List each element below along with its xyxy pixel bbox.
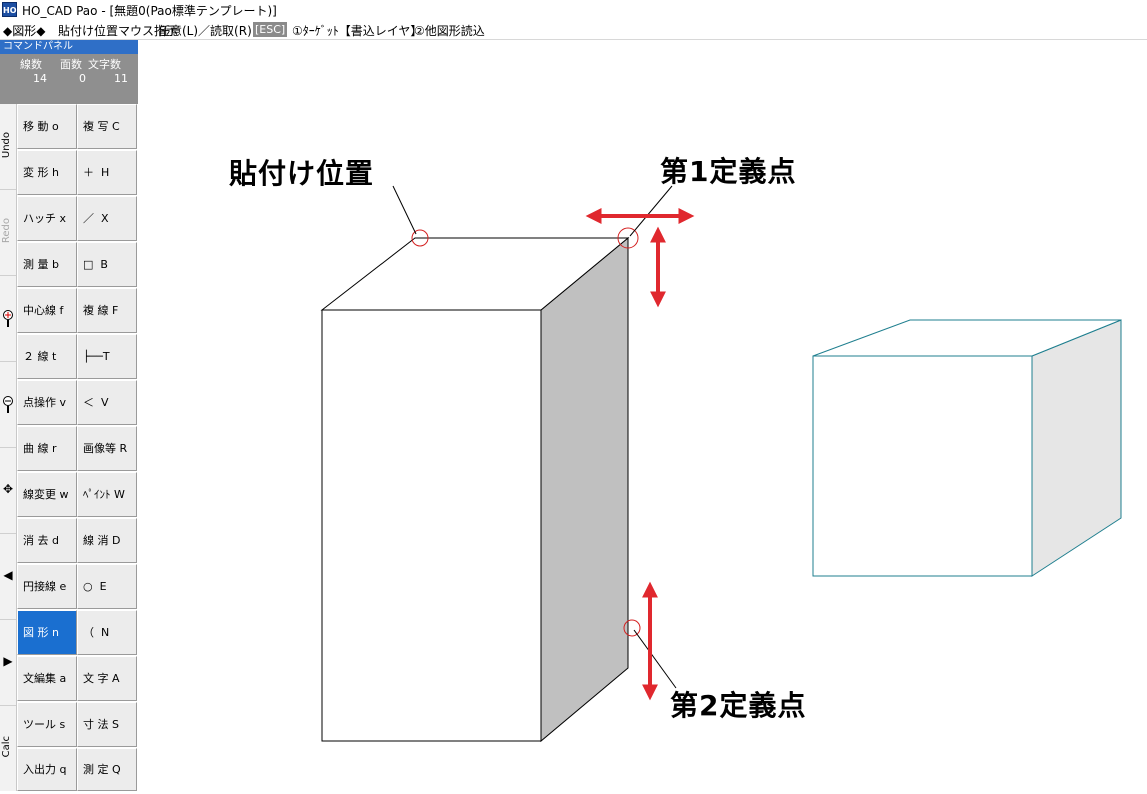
load-other-shape-button[interactable]: ②他図形読込 <box>414 24 485 38</box>
side-toolbar: Undo Redo ✥ ◀ ▶ Calc <box>0 104 17 791</box>
paste-position-label: 貼付け位置 <box>229 157 375 190</box>
arc-button[interactable]: （ N <box>77 610 137 655</box>
image-button[interactable]: 画像等 R <box>77 426 137 471</box>
zoom-out-button[interactable] <box>0 362 16 448</box>
def-point-1-marker <box>617 227 639 249</box>
left-arrow-icon: ◀ <box>3 568 13 582</box>
def-point-2-marker <box>623 619 641 637</box>
def-point-2-leader-line <box>633 629 677 689</box>
face-count-value: 0 <box>79 72 86 85</box>
point-operation-button[interactable]: 点操作 v <box>17 380 77 425</box>
paste-position-marker <box>411 229 429 247</box>
tools-button[interactable]: ツール s <box>17 702 77 747</box>
calc-label: Calc <box>1 736 12 758</box>
right-arrow-icon: ▶ <box>3 654 13 668</box>
esc-button[interactable]: [ESC] <box>253 22 288 37</box>
drawing-canvas[interactable]: 貼付け位置 第1定義点 第2定義点 <box>139 40 1147 791</box>
app-icon: HO <box>2 2 17 17</box>
shape-button[interactable]: 図 形 n <box>17 610 77 655</box>
scroll-right-button[interactable]: ▶ <box>0 620 16 706</box>
line-erase-button[interactable]: 線 消 D <box>77 518 137 563</box>
paste-leader-line <box>392 185 417 235</box>
angle-button[interactable]: ＜ V <box>77 380 137 425</box>
pan-button[interactable]: ✥ <box>0 448 16 534</box>
read-options-button[interactable]: 任意(L)／読取(R) <box>158 24 252 38</box>
text-edit-button[interactable]: 文編集 a <box>17 656 77 701</box>
title-bar: HO HO_CAD Pao - [無題0(Pao標準テンプレート)] <box>0 0 1147 20</box>
target-layer-button[interactable]: ①ﾀｰｹﾞｯﾄ【書込レイヤ】 <box>292 24 423 38</box>
curve-button[interactable]: 曲 線 r <box>17 426 77 471</box>
cube-side-face <box>1031 319 1122 577</box>
erase-button[interactable]: 消 去 d <box>17 518 77 563</box>
text-count-label: 文字数 <box>88 58 121 71</box>
dimension-button[interactable]: 寸 法 S <box>77 702 137 747</box>
zoom-in-icon <box>0 308 16 331</box>
move-button[interactable]: 移 動 o <box>17 104 77 149</box>
redo-label: Redo <box>1 218 12 244</box>
prism-side-face <box>540 236 629 743</box>
measure-button[interactable]: 測 量 b <box>17 242 77 287</box>
move-icon: ✥ <box>2 482 14 496</box>
paint-button[interactable]: ﾍﾟｲﾝﾄ W <box>77 472 137 517</box>
text-count-value: 11 <box>114 72 128 85</box>
cube-shape <box>812 319 1122 577</box>
cross-line-button[interactable]: ＋ H <box>77 150 137 195</box>
def-point-1-label: 第1定義点 <box>660 155 797 188</box>
undo-label: Undo <box>1 132 12 159</box>
def-point-2-label: 第2定義点 <box>670 689 807 722</box>
face-count-label: 面数 <box>60 58 82 71</box>
multi-line-button[interactable]: 複 線 F <box>77 288 137 333</box>
t-line-button[interactable]: ├──T <box>77 334 137 379</box>
undo-button[interactable]: Undo <box>0 104 16 190</box>
status-line: ◆図形◆ 貼付け位置マウス指示 任意(L)／読取(R) [ESC] ①ﾀｰｹﾞｯ… <box>0 20 1147 40</box>
slant-line-button[interactable]: ／ X <box>77 196 137 241</box>
circle-button[interactable]: ○ E <box>77 564 137 609</box>
transform-button[interactable]: 変 形 h <box>17 150 77 195</box>
measure-q-button[interactable]: 測 定 Q <box>77 748 137 791</box>
copy-button[interactable]: 複 写 C <box>77 104 137 149</box>
scroll-left-button[interactable]: ◀ <box>0 534 16 620</box>
zoom-in-button[interactable] <box>0 276 16 362</box>
drawing-svg <box>320 185 1122 743</box>
calc-button[interactable]: Calc <box>0 706 16 791</box>
zoom-out-icon <box>0 394 16 417</box>
line-count-value: 14 <box>33 72 47 85</box>
instruction-text: 貼付け位置マウス指示 <box>58 24 179 38</box>
circle-tangent-button[interactable]: 円接線 e <box>17 564 77 609</box>
mode-label: ◆図形◆ <box>3 24 46 38</box>
cube-front-face <box>812 355 1033 577</box>
center-line-button[interactable]: 中心線 f <box>17 288 77 333</box>
prism-shape <box>320 236 630 743</box>
prism-front-face <box>321 309 542 742</box>
double-line-button[interactable]: ２ 線 t <box>17 334 77 379</box>
command-panel-title: コマンドパネル <box>0 40 138 54</box>
def-point-1-leader-line <box>629 185 673 237</box>
hatch-button[interactable]: ハッチ x <box>17 196 77 241</box>
counts-box: 線数 面数 文字数 14 0 11 <box>0 54 138 104</box>
redo-button[interactable]: Redo <box>0 190 16 276</box>
window-title: HO_CAD Pao - [無題0(Pao標準テンプレート)] <box>22 4 277 18</box>
input-output-button[interactable]: 入出力 q <box>17 748 77 791</box>
line-count-label: 線数 <box>20 58 42 71</box>
line-change-button[interactable]: 線変更 w <box>17 472 77 517</box>
text-button[interactable]: 文 字 A <box>77 656 137 701</box>
rectangle-button[interactable]: □ B <box>77 242 137 287</box>
